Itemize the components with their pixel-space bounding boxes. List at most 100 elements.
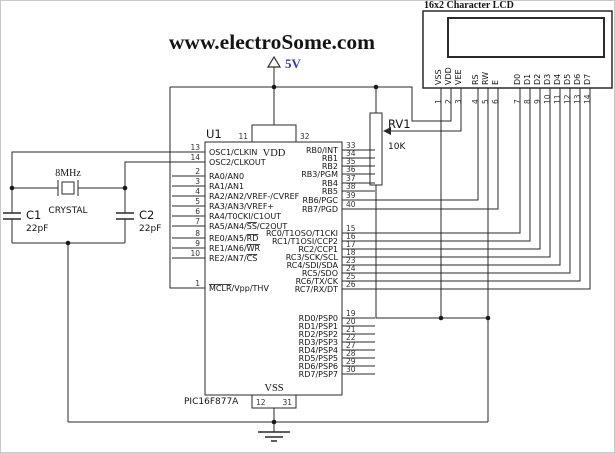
lcd-pin-number: 7 [513,99,522,104]
pin-number: 29 [346,357,356,366]
c2-designator: C2 [139,208,154,222]
capacitor-c1-plates [3,212,21,220]
lcd-pin-number: 6 [491,99,500,104]
pin-number: 18 [346,248,356,257]
pin-label: RD4/PSP4 [299,346,338,355]
lcd-pin-number: 13 [573,94,582,104]
lcd-pin-number: 1 [434,99,443,104]
lcd-screen [447,17,605,58]
lcd-pin-number: 12 [563,94,572,104]
mcu-vdd-pin-left: 11 [238,132,248,141]
mcu-vss-pin-left: 12 [256,398,266,407]
pin-label: RB4 [322,179,338,188]
pin-label: RD7/PSP7 [299,370,338,379]
mcu-vss-notch [251,394,297,409]
pin-label: RC1/T1OSI/CCP2 [272,237,338,246]
pin-label: RC3/SCK/SCL [286,253,339,262]
pins-layer: 13OSC1/CLKIN14OSC2/CLKOUT2RA0/AN03RA1/AN… [172,67,592,379]
pin-label: MCLR/Vpp/THV [209,284,269,293]
pin-label: RD1/PSP1 [299,322,338,331]
lcd-pin-label: E [491,80,500,85]
crystal-plates [57,180,79,196]
pin-number: 36 [346,165,356,174]
pin-number: 13 [190,143,200,152]
lcd-pin-label: D2 [533,74,542,85]
lcd-pin-label: D1 [523,74,532,85]
pin-number: 30 [346,365,356,374]
lcd-pin-number: 2 [444,99,453,104]
lcd-pin-label: RS [471,74,480,85]
pin-label: RA4/T0CKI/C1OUT [209,212,281,221]
pin-label: RC7/RX/DT [295,285,338,294]
pin-label: RB6/PGC [303,196,339,205]
pin-number: 2 [195,167,200,176]
pin-label: RE2/AN7/CS [209,254,257,263]
pin-number: 8 [195,229,200,238]
pin-label: RD0/PSP0 [299,314,338,323]
lcd-pin-number: 8 [523,99,532,104]
pin-number: 3 [195,177,200,186]
lcd-pin-label: D3 [543,74,552,85]
pin-label: RC0/T1OSO/T1CKI [266,229,338,238]
wire-ground-rail [68,408,488,432]
wire-e-net [374,88,499,210]
pin-label: RA2/AN2/VREF-/CVREF [209,192,300,201]
pin-label: RE0/AN5/RD [209,234,258,243]
lcd-pin-number: 9 [533,99,542,104]
pin-number: 6 [195,207,200,216]
crystal-label: CRYSTAL [48,206,87,216]
wire-crystal-ground [12,242,125,422]
pin-number: 7 [195,217,200,226]
pin-number: 40 [346,200,356,209]
lcd-pin-label: VDD [444,67,453,85]
wire-osc1-net [11,151,205,243]
lcd-pin-number: 11 [553,94,562,104]
pin-label: RB7/PGD [302,205,338,214]
pin-number: 28 [346,349,356,358]
pin-label: RB1 [322,154,338,163]
mcu-part-number: PIC16F877A [184,397,239,407]
capacitor-c2-plates [116,212,134,220]
pin-number: 38 [346,182,356,191]
pin-number: 27 [346,341,356,350]
pin-label: RC2/CCP1 [298,245,338,254]
c2-value: 22pF [139,224,161,234]
pin-label: OSC1/CLKIN [209,148,257,157]
junction-dot [271,84,277,90]
pin-label: RB0/INT [306,146,338,155]
junction-dot [65,240,71,246]
ground-symbol-icon [258,431,290,442]
wire-lcd-vee [391,88,462,132]
lcd-pin-number: 10 [543,94,552,104]
lcd-pin-label: RW [481,72,490,85]
pin-number: 34 [346,149,356,158]
c1-value: 22pF [26,224,48,234]
pin-number: 23 [346,256,356,265]
pin-number: 17 [346,240,356,249]
pin-label: RA0/AN0 [209,172,244,181]
pot-wiper-arrow-icon [383,127,391,135]
pin-number: 19 [346,309,356,318]
pin-label: RC5/SDO [302,269,338,278]
lcd-pin-number: 5 [481,99,490,104]
pin-label: RC4/SDI/SDA [287,261,339,270]
mcu-vdd-notch [251,124,297,143]
pin-label: RD6/PSP6 [299,362,338,371]
pin-label: RB5 [322,187,338,196]
pin-label: RD5/PSP5 [299,354,338,363]
lcd-pin-label: D5 [563,74,572,85]
mcu-body [204,141,343,396]
lcd-pin-label: VEE [454,69,463,85]
pin-label: RA1/AN1 [209,182,244,191]
pin-label: RA3/AN3/VREF+ [209,202,274,211]
potentiometer-body [369,112,383,186]
mcu-vss-label: VSS [264,383,283,394]
wire-5v-net [169,67,452,289]
pin-number: 9 [195,239,200,248]
pin-label: RD3/PSP3 [299,338,338,347]
junction-dot [485,315,491,321]
pin-number: 35 [346,157,356,166]
wire-pot-ground-bus [375,185,489,422]
